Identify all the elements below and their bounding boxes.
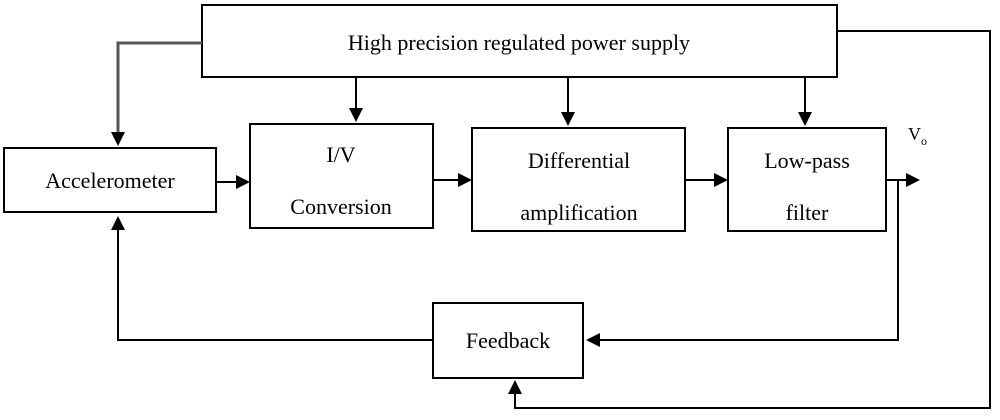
differential-amplification-label-line2: amplification bbox=[520, 200, 637, 225]
low-pass-filter-label-line2: filter bbox=[786, 200, 829, 225]
power-to-lowpass-wire bbox=[798, 77, 812, 126]
differential-to-lowpass-wire bbox=[685, 173, 728, 187]
differential-amplification-block: Differential amplification bbox=[471, 127, 686, 232]
feedback-label: Feedback bbox=[466, 328, 550, 353]
iv-to-differential-wire bbox=[433, 173, 472, 187]
differential-amplification-label-line1: Differential bbox=[528, 148, 630, 173]
accelerometer-label: Accelerometer bbox=[45, 168, 175, 193]
power-supply-block: High precision regulated power supply bbox=[201, 4, 838, 78]
power-supply-label: High precision regulated power supply bbox=[348, 30, 690, 55]
power-to-differential-wire bbox=[561, 77, 575, 126]
power-to-accelerometer-wire bbox=[111, 41, 202, 146]
low-pass-filter-label-line1: Low-pass bbox=[764, 148, 850, 173]
iv-conversion-label-line1: I/V bbox=[326, 142, 355, 167]
lowpass-output-wire bbox=[886, 173, 920, 187]
power-to-feedback-wire bbox=[508, 30, 991, 409]
low-pass-filter-block: Low-pass filter bbox=[727, 127, 887, 232]
power-to-iv-wire bbox=[349, 77, 363, 122]
iv-conversion-label-line2: Conversion bbox=[290, 194, 391, 219]
accelerometer-to-iv-wire bbox=[216, 175, 250, 189]
feedback-block: Feedback bbox=[432, 302, 584, 379]
feedback-to-accelerometer-wire bbox=[111, 216, 433, 341]
output-voltage-label: Vo bbox=[908, 124, 927, 148]
output-to-feedback-wire bbox=[586, 180, 899, 347]
iv-conversion-block: I/V Conversion bbox=[249, 123, 434, 229]
accelerometer-block: Accelerometer bbox=[3, 147, 217, 213]
